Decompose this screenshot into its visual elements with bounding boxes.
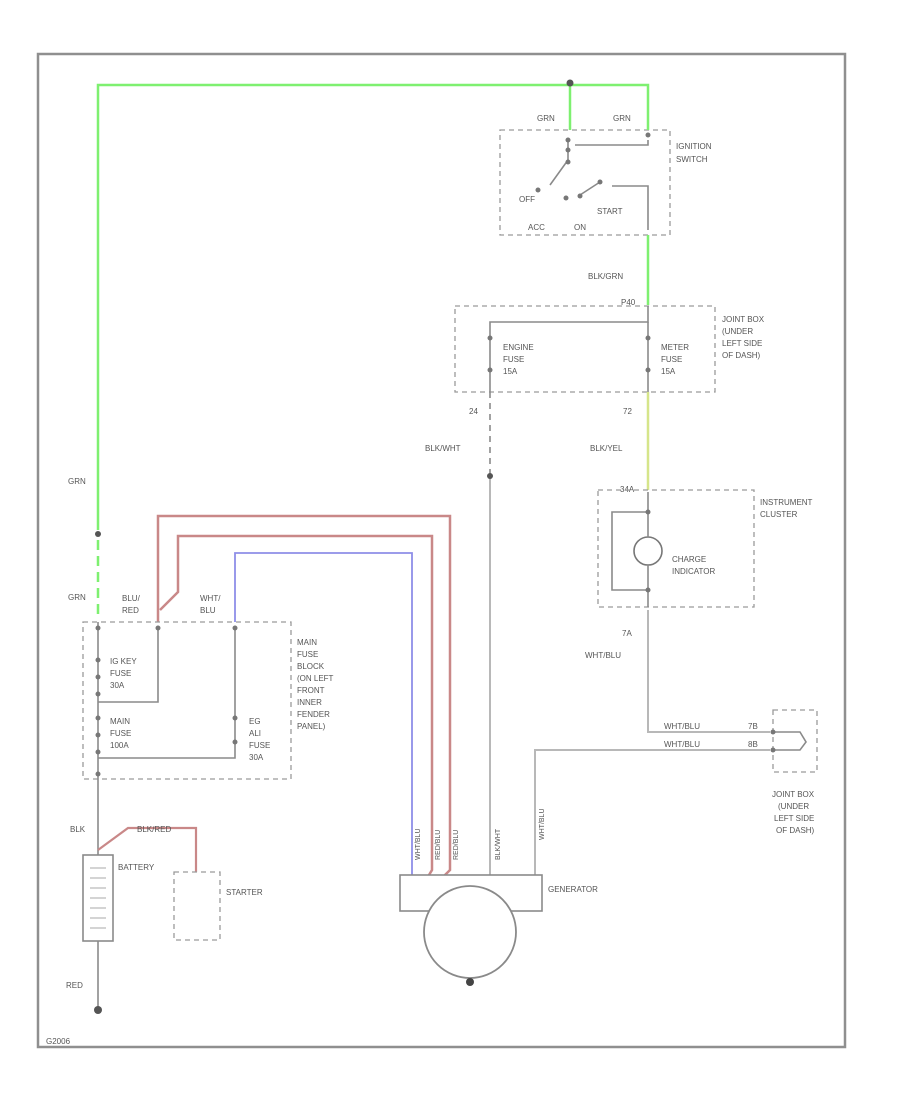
blk-red-battery-wire	[97, 826, 198, 872]
ig-key-fuse-label-3: 30A	[110, 681, 125, 690]
main-fuse-label-3: 100A	[110, 741, 129, 750]
wht-blu-wire-blue	[234, 552, 413, 875]
ig-key-fuse-label-1: IG KEY	[110, 657, 137, 666]
wht-blu-block-label-1: WHT/	[200, 594, 221, 603]
generator	[399, 874, 543, 986]
joint-box-top-label-2: (UNDER	[722, 327, 753, 336]
blu-red-label-1: BLU/	[122, 594, 141, 603]
joint-box-top-label-4: OF DASH)	[722, 351, 761, 360]
engine-fuse-label-1: ENGINE	[503, 343, 534, 352]
blk-wht-label: BLK/WHT	[425, 444, 461, 453]
joint-box-top-label-3: LEFT SIDE	[722, 339, 762, 348]
meter-fuse-label-3: 15A	[661, 367, 676, 376]
wht-blu-wire-generator	[534, 749, 770, 875]
grn-mid-label: GRN	[68, 477, 86, 486]
joint-box-top	[454, 305, 716, 393]
off-label: OFF	[519, 195, 535, 204]
main-fuse-block-label-8: PANEL)	[297, 722, 326, 731]
start-label: START	[597, 207, 623, 216]
main-fuse-block-label-7: FENDER	[297, 710, 330, 719]
blk-yel-label: BLK/YEL	[590, 444, 623, 453]
charge-indicator-label-1: CHARGE	[672, 555, 706, 564]
acc-label: ACC	[528, 223, 545, 232]
main-fuse-block-label-4: (ON LEFT	[297, 674, 334, 683]
generator-label: GENERATOR	[548, 885, 598, 894]
ignition-switch	[499, 129, 671, 236]
wht-blu-wire-cluster	[647, 610, 770, 733]
main-fuse-block	[82, 621, 292, 780]
connector-24-label: 24	[469, 407, 478, 416]
p40-label: P40	[621, 298, 636, 307]
engine-fuse-label-2: FUSE	[503, 355, 524, 364]
meter-fuse-label-2: FUSE	[661, 355, 682, 364]
grn-top-right-label: GRN	[613, 114, 631, 123]
eg-ali-fuse-label-2: ALI	[249, 729, 261, 738]
connector-7a-label: 7A	[622, 629, 632, 638]
wht-blu-label-3: WHT/BLU	[664, 740, 700, 749]
main-fuse-label-2: FUSE	[110, 729, 131, 738]
gen-wire-label-5: WHT/BLU	[539, 809, 546, 841]
gen-wire-label-2: RED/BLU	[435, 830, 442, 860]
eg-ali-fuse-label-1: EG	[249, 717, 261, 726]
red-blu-wire-outer	[156, 514, 452, 881]
gen-wire-label-3: RED/BLU	[453, 830, 460, 860]
main-fuse-block-label-5: FRONT	[297, 686, 325, 695]
blk-red-battery-label: BLK/RED	[137, 825, 171, 834]
gen-wire-label-4: BLK/WHT	[495, 828, 502, 860]
wht-blu-label-1: WHT/BLU	[585, 651, 621, 660]
main-fuse-label-1: MAIN	[110, 717, 130, 726]
ignition-switch-label-1: IGNITION	[676, 142, 712, 151]
ig-key-fuse-label-2: FUSE	[110, 669, 131, 678]
wht-blu-block-label-2: BLU	[200, 606, 216, 615]
charge-indicator-label-2: INDICATOR	[672, 567, 715, 576]
blk-grn-label: BLK/GRN	[588, 272, 623, 281]
main-fuse-block-label-1: MAIN	[297, 638, 317, 647]
on-label: ON	[574, 223, 586, 232]
battery-label: BATTERY	[118, 863, 155, 872]
connector-8b-label: 8B	[748, 740, 758, 749]
ground-point	[94, 1006, 102, 1014]
connector-72-label: 72	[623, 407, 632, 416]
battery	[82, 854, 114, 942]
joint-box-top-label-1: JOINT BOX	[722, 315, 765, 324]
wht-blu-label-2: WHT/BLU	[664, 722, 700, 731]
starter	[173, 871, 221, 941]
connector-7b-label: 7B	[748, 722, 758, 731]
eg-ali-fuse-label-4: 30A	[249, 753, 264, 762]
gen-wire-label-1: WHT/BLU	[415, 829, 422, 861]
grn-low-label: GRN	[68, 593, 86, 602]
joint-box-bottom-label-4: OF DASH)	[776, 826, 815, 835]
meter-fuse-label-1: METER	[661, 343, 689, 352]
main-fuse-block-label-3: BLOCK	[297, 662, 325, 671]
starter-label: STARTER	[226, 888, 263, 897]
joint-box-bottom-label-2: (UNDER	[778, 802, 809, 811]
red-ground-label: RED	[66, 981, 83, 990]
eg-ali-fuse-label-3: FUSE	[249, 741, 270, 750]
joint-box-bottom-label-1: JOINT BOX	[772, 790, 815, 799]
diagram-frame	[36, 52, 847, 1049]
diagram-code: G2006	[46, 1037, 71, 1046]
main-fuse-block-label-6: INNER	[297, 698, 322, 707]
charge-indicator-lamp	[633, 536, 663, 566]
instrument-cluster	[597, 489, 755, 608]
grn-top-left-label: GRN	[537, 114, 555, 123]
red-blu-wire-inner	[159, 534, 434, 881]
joint-box-bottom-label-3: LEFT SIDE	[774, 814, 814, 823]
blk-label: BLK	[70, 825, 86, 834]
instrument-cluster-label-1: INSTRUMENT	[760, 498, 813, 507]
ignition-switch-label-2: SWITCH	[676, 155, 708, 164]
green-wire	[95, 79, 650, 615]
joint-box-bottom	[770, 709, 818, 773]
main-fuse-block-label-2: FUSE	[297, 650, 318, 659]
instrument-cluster-label-2: CLUSTER	[760, 510, 798, 519]
engine-fuse-label-3: 15A	[503, 367, 518, 376]
blu-red-label-2: RED	[122, 606, 139, 615]
